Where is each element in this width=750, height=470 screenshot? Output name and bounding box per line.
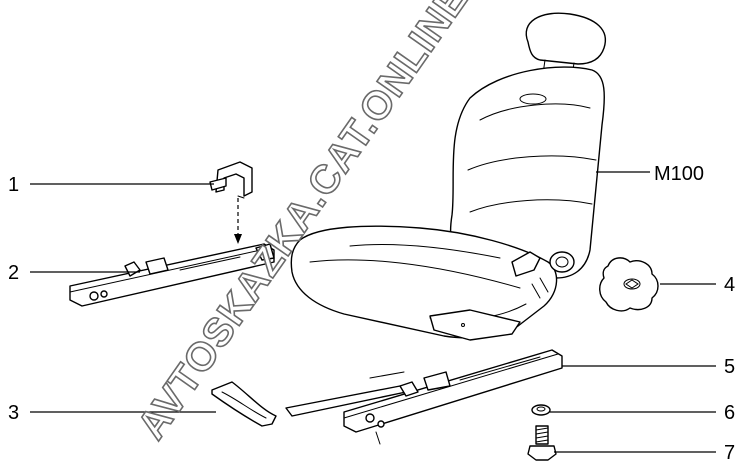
backrest-emblem xyxy=(519,93,547,105)
callout-7: 7 xyxy=(724,442,735,464)
seat-front-trim xyxy=(429,309,521,341)
seat-recline-knob xyxy=(549,251,575,273)
callout-5: 5 xyxy=(724,356,735,378)
seat-cushion xyxy=(290,225,558,339)
callout-3: 3 xyxy=(8,402,19,424)
callout-m100: M100 xyxy=(654,163,704,185)
callout-2: 2 xyxy=(8,262,19,284)
knob-emblem xyxy=(623,278,641,290)
seat-recline-lever xyxy=(511,251,541,277)
part-trim-cover xyxy=(211,381,277,427)
part-knob xyxy=(599,257,659,312)
callout-6: 6 xyxy=(724,402,735,424)
leader-lines xyxy=(30,171,716,453)
assembly-arrow-head xyxy=(234,234,242,244)
callout-1: 1 xyxy=(8,174,19,196)
part-rail-lower xyxy=(285,349,563,445)
part-bracket xyxy=(209,161,253,244)
part-rail-upper xyxy=(69,243,275,307)
seat-headrest xyxy=(525,12,607,65)
callout-4: 4 xyxy=(724,274,735,296)
part-washer xyxy=(531,404,551,416)
seat-assembly xyxy=(290,12,607,341)
part-bolt xyxy=(527,425,557,461)
seat-backrest xyxy=(449,66,605,279)
